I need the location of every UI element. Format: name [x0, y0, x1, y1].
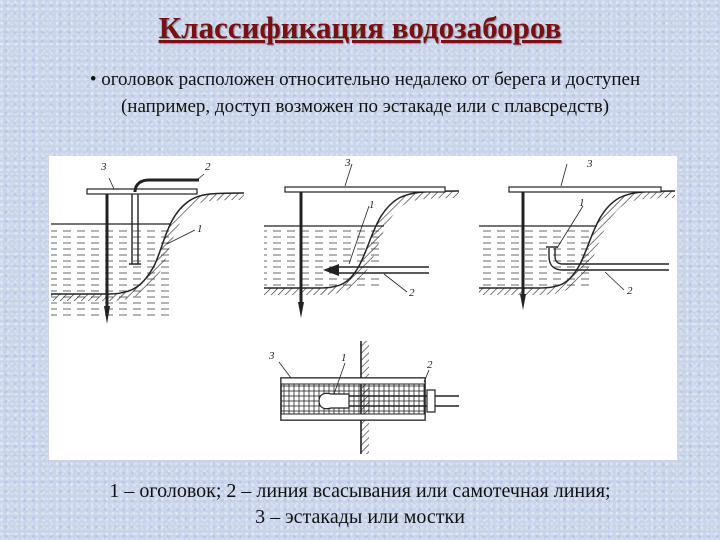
- label-2-d: 2: [427, 359, 433, 371]
- intake-head-d: [318, 392, 350, 410]
- suction-pipe-c: [548, 248, 669, 271]
- panel-b: 3 1 2: [264, 157, 460, 318]
- panel-a: 3 2 1: [51, 161, 245, 324]
- label-3-a: 3: [100, 161, 107, 173]
- label-3-d: 3: [268, 350, 275, 362]
- intake-head-b: [323, 264, 339, 276]
- intake-diagram: 3 2 1 3 1 2 3 1 2: [49, 156, 677, 460]
- label-2-b: 2: [409, 287, 415, 299]
- suction-pipe-b: [339, 266, 429, 274]
- caption: 1 – оголовок; 2 – линия всасывания или с…: [20, 478, 700, 530]
- trestle-c: [508, 186, 662, 193]
- trestle-a: [86, 188, 198, 195]
- bullet-text: • оголовок расположен относительно недал…: [89, 69, 641, 117]
- caption-line-2: 3 – эстакады или мостки: [255, 506, 465, 528]
- label-1-a: 1: [197, 223, 203, 235]
- caption-line-1: 1 – оголовок; 2 – линия всасывания или с…: [109, 480, 611, 502]
- label-3-b: 3: [344, 157, 351, 169]
- label-2-a: 2: [205, 161, 211, 173]
- panel-c: 3 1 2: [479, 158, 676, 310]
- label-1-b: 1: [369, 199, 375, 211]
- label-1-c: 1: [579, 197, 585, 209]
- panel-d: 3 1 2: [268, 341, 459, 454]
- page-title: Классификация водозаборов: [158, 10, 562, 45]
- water-b: [264, 228, 379, 288]
- trestle-b: [284, 186, 446, 193]
- suction-pipe-d: [349, 395, 459, 407]
- label-2-c: 2: [627, 285, 633, 297]
- suction-pipe-a: [129, 194, 141, 265]
- label-3-c: 3: [586, 158, 593, 170]
- label-1-d: 1: [341, 352, 347, 364]
